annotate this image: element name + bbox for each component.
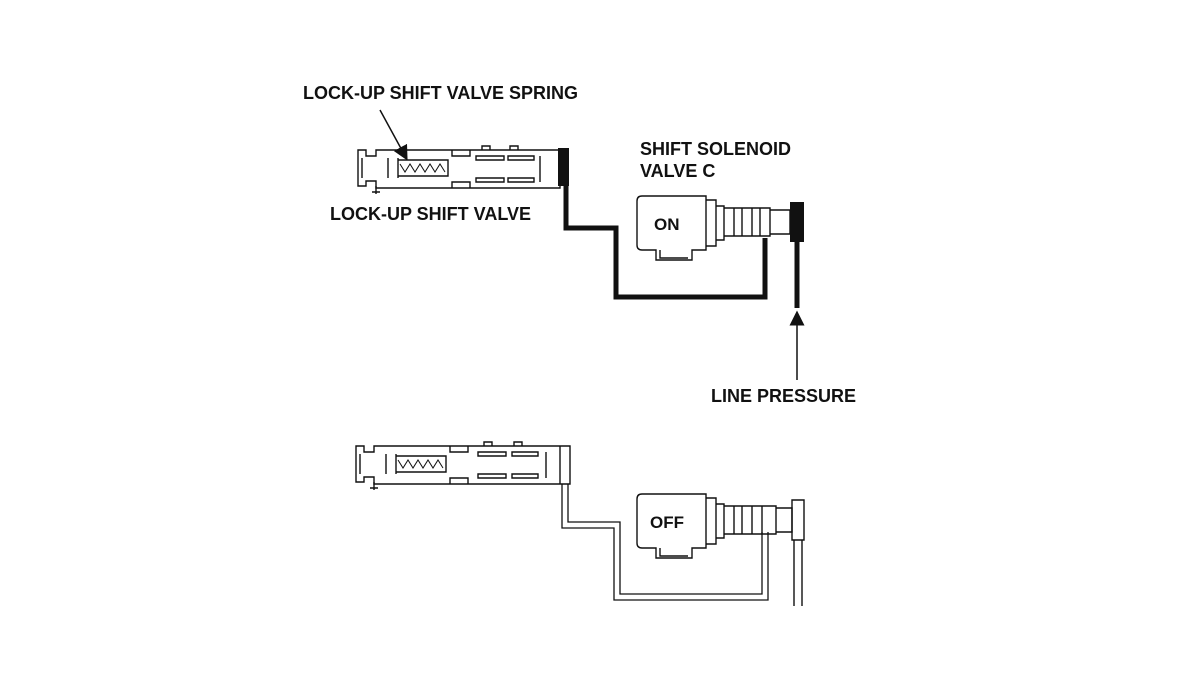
label-shift-solenoid-line2: VALVE C <box>640 161 715 181</box>
shift-solenoid-valve-c-off <box>636 493 805 606</box>
lockup-spring-bottom <box>397 459 444 469</box>
valve-end-plug-top <box>558 148 569 186</box>
label-line-pressure: LINE PRESSURE <box>711 386 856 406</box>
pressure-line-on <box>563 186 768 300</box>
off-state-group: OFF <box>355 441 805 606</box>
solenoid-state-on: ON <box>654 215 680 234</box>
lockup-shift-valve-top <box>357 145 561 194</box>
drain-line-off <box>561 484 769 601</box>
spring-arrow <box>379 109 408 161</box>
lockup-shift-valve-bottom <box>355 441 571 490</box>
lockup-spring-top <box>399 163 446 173</box>
label-shift-solenoid-line1: SHIFT SOLENOID <box>640 139 791 159</box>
on-state-group: LOCK-UP SHIFT VALVE SPRING LOCK-UP SHIFT… <box>303 83 856 406</box>
label-lockup-shift-valve: LOCK-UP SHIFT VALVE <box>330 204 531 224</box>
solenoid-connector-top <box>790 202 804 242</box>
label-lockup-spring: LOCK-UP SHIFT VALVE SPRING <box>303 83 578 103</box>
shift-solenoid-valve-c-on <box>636 195 791 261</box>
solenoid-state-off: OFF <box>650 513 684 532</box>
